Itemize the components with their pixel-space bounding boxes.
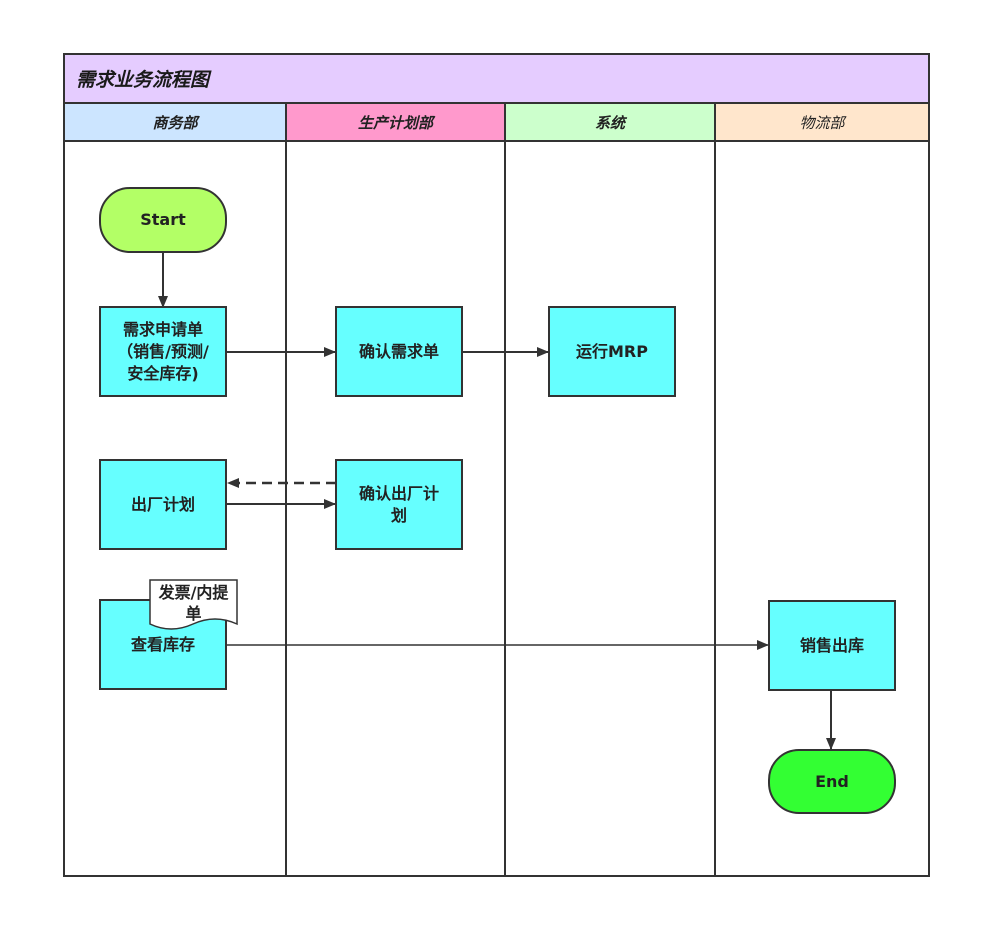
- end-terminator: [768, 749, 896, 814]
- process-confirm-demand: [335, 306, 463, 397]
- process-confirm-shipment: [335, 459, 463, 550]
- lane-body-3: [504, 140, 716, 877]
- process-demand-request: [99, 306, 227, 397]
- lane-label-business: 商务部: [152, 113, 198, 132]
- start-terminator: [99, 187, 227, 253]
- lane-label-system: 系统: [594, 113, 625, 132]
- lane-header-1: [63, 102, 287, 142]
- process-shipment-plan: [99, 459, 227, 550]
- process-sales-outbound: [768, 600, 896, 691]
- lane-label-production-planning: 生产计划部: [357, 113, 433, 132]
- page-title: 需求业务流程图: [76, 68, 210, 91]
- lane-label-logistics: 物流部: [799, 113, 845, 132]
- title-band: [63, 53, 930, 104]
- process-run-mrp: [548, 306, 676, 397]
- document-invoice: [149, 579, 238, 630]
